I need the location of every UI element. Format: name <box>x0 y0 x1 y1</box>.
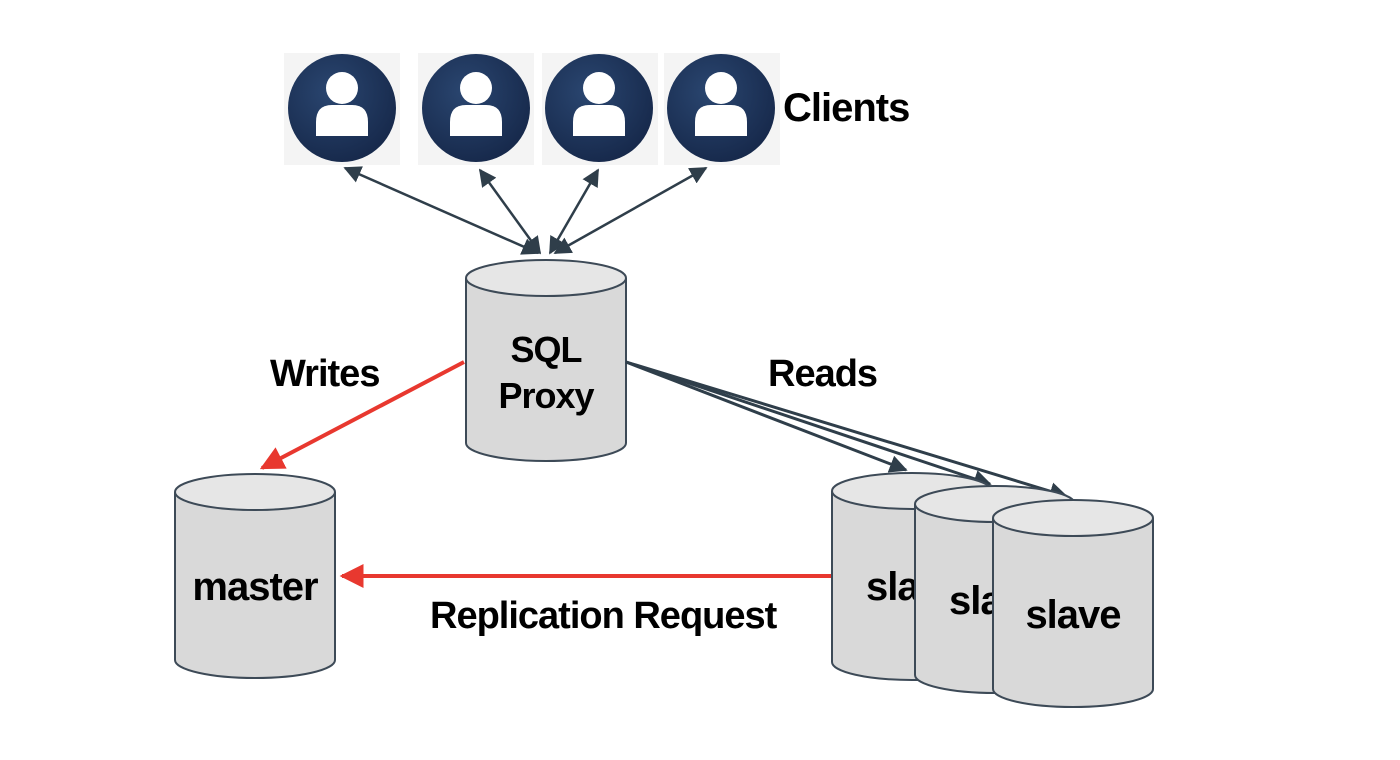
client-1 <box>284 53 400 165</box>
slave-cylinder-front: slave <box>992 499 1154 708</box>
master-label: master <box>192 565 318 609</box>
replication-label: Replication Request <box>430 595 778 637</box>
slave-back-label: sla <box>866 565 920 609</box>
client-4 <box>664 53 780 165</box>
user-icon <box>695 72 747 136</box>
reads-label: Reads <box>768 353 877 395</box>
read-arrow-1 <box>625 360 908 473</box>
proxy-label-line1: SQL <box>510 329 581 370</box>
clients-label: Clients <box>783 86 909 130</box>
user-icon <box>316 72 368 136</box>
slave-front-label: slave <box>1025 593 1120 637</box>
user-icon <box>573 72 625 136</box>
proxy-label-line2: Proxy <box>498 375 594 416</box>
master-cylinder: master <box>174 473 336 679</box>
client-link-3 <box>548 168 600 255</box>
writes-arrow <box>259 360 465 470</box>
client-3 <box>542 53 658 165</box>
user-icon <box>450 72 502 136</box>
client-link-2 <box>478 168 542 255</box>
sql-proxy-cylinder: SQL Proxy <box>465 259 627 462</box>
client-2 <box>418 53 534 165</box>
writes-label: Writes <box>270 353 379 395</box>
read-arrow-2 <box>625 360 992 488</box>
client-link-4 <box>553 166 708 255</box>
client-proxy-links <box>343 166 708 255</box>
reads-arrows <box>625 360 1068 500</box>
read-arrow-3 <box>625 360 1068 500</box>
